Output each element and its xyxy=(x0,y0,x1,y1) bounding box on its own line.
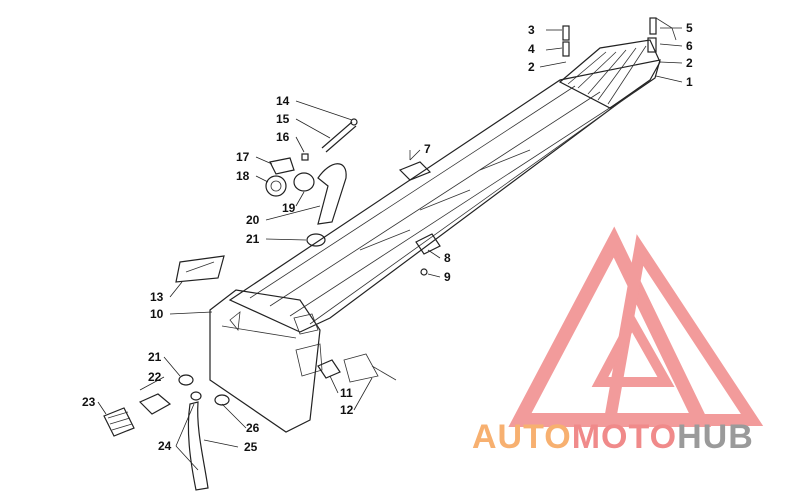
callout-26: 26 xyxy=(246,421,260,435)
watermark-hub: HUB xyxy=(677,418,754,456)
callout-19: 19 xyxy=(282,201,296,215)
callout-4: 4 xyxy=(528,42,535,56)
callout-13: 13 xyxy=(150,290,164,304)
callout-1: 1 xyxy=(686,75,693,89)
callout-21-upper: 21 xyxy=(246,232,260,246)
callout-16: 16 xyxy=(276,130,290,144)
cap-assembly xyxy=(265,118,358,197)
rear-grille xyxy=(558,39,661,109)
heat-shield-13 xyxy=(175,255,225,283)
callout-18: 18 xyxy=(236,169,250,183)
callout-20: 20 xyxy=(246,213,260,227)
callout-15: 15 xyxy=(276,112,290,126)
callout-23: 23 xyxy=(82,395,96,409)
callout-11: 11 xyxy=(340,386,353,400)
callout-9: 9 xyxy=(444,270,451,284)
bracket-11-12 xyxy=(317,353,397,383)
upper-hose xyxy=(306,163,347,247)
callout-5: 5 xyxy=(686,21,693,35)
coolant-tank xyxy=(209,289,323,433)
watermark-auto: AUTO xyxy=(472,418,572,456)
watermark-logo-icon xyxy=(508,226,764,427)
callout-21-lower: 21 xyxy=(148,350,162,364)
callout-24: 24 xyxy=(158,439,172,453)
callout-8: 8 xyxy=(444,251,451,265)
bracket-7 xyxy=(398,150,432,181)
leader-lines xyxy=(97,27,683,471)
callout-labels: 3 4 2 5 6 2 1 7 14 15 16 17 18 19 20 21 … xyxy=(82,21,693,454)
callout-12: 12 xyxy=(340,403,354,417)
watermark-brand: AUTOMOTOHUB xyxy=(472,418,754,457)
rear-fasteners xyxy=(562,17,677,57)
callout-2-right: 2 xyxy=(686,56,693,70)
callout-3: 3 xyxy=(528,23,535,37)
callout-25: 25 xyxy=(244,440,258,454)
callout-17: 17 xyxy=(236,150,250,164)
callout-14: 14 xyxy=(276,94,290,108)
callout-22: 22 xyxy=(148,370,162,384)
callout-10: 10 xyxy=(150,307,164,321)
callout-6: 6 xyxy=(686,39,693,53)
bracket-8 xyxy=(415,233,441,276)
watermark-moto: MOTO xyxy=(571,418,678,456)
callout-2-left: 2 xyxy=(528,60,535,74)
callout-7: 7 xyxy=(424,142,431,156)
lower-hoses xyxy=(103,374,230,491)
